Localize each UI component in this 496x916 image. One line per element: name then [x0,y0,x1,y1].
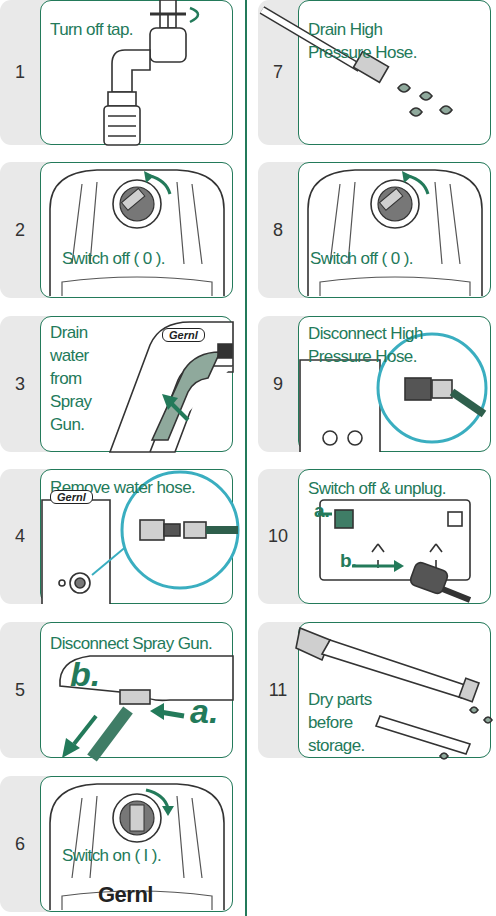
step-number: 10 [258,526,298,547]
step-instruction: Disconnect Spray Gun. [50,632,230,655]
step-panel: 10 Switch off & unplug. [258,469,491,604]
step-instruction: Turn off tap. [50,18,170,41]
step-panel: 11 Dry parts before storage. [258,622,491,758]
step-number: 3 [0,374,40,395]
step-instruction: Switch off & unplug. [308,477,488,500]
step-number: 5 [0,680,40,701]
step-panel: 4Remove water hose. [0,469,233,604]
column-divider [245,0,247,916]
step-number: 9 [258,374,298,395]
step-number: 4 [0,526,40,547]
brand-name: Gernl [162,328,205,342]
step-frame [298,162,491,298]
step-instruction: Dry parts before storage. [308,688,398,757]
step-number: 1 [0,62,40,83]
step-number: 11 [258,680,298,701]
step-instruction: Drain High Pressure Hose. [308,18,428,64]
sub-step-letter: b. [340,550,357,572]
step-panel: 5 Disconnect Spray Gun. [0,622,233,758]
sub-step-letter: a. [314,500,330,522]
step-panel: 8Switch off ( 0 ). [258,162,491,298]
step-number: 8 [258,220,298,241]
sub-step-letter: b. [70,655,100,694]
step-instruction: Drain water from Spray Gun. [50,321,102,436]
step-panel: 7 Drain High Pressure Hose. [258,0,491,145]
brand-name: Gernl [98,882,153,908]
step-panel: 1 Turn off tap. [0,0,233,145]
step-panel: 9 Disconnect High Pressure Hose. [258,316,491,452]
step-instruction: Switch off ( 0 ). [62,247,222,270]
step-instruction: Switch on ( I ). [62,844,222,867]
step-instruction: Disconnect High Pressure Hose. [308,322,478,368]
brand-name: Gernl [50,490,93,504]
step-number: 6 [0,834,40,855]
step-instruction: Switch off ( 0 ). [310,247,470,270]
step-panel: 2Switch off ( 0 ). [0,162,233,298]
sub-step-letter: a. [190,692,218,731]
step-frame [40,162,233,298]
step-number: 7 [258,62,298,83]
step-number: 2 [0,220,40,241]
